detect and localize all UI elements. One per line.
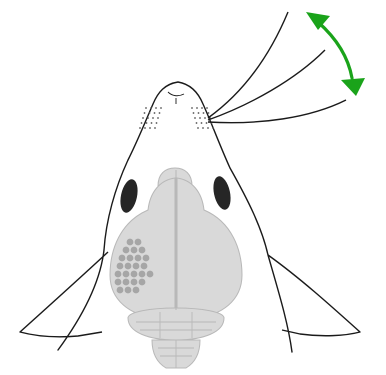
whisker-follicle	[151, 122, 153, 124]
whisker-follicle	[202, 127, 204, 129]
whisker-follicle	[206, 107, 208, 109]
barrel	[117, 263, 124, 270]
right-ear	[268, 255, 360, 336]
barrel	[131, 271, 138, 278]
barrel	[133, 263, 140, 270]
whisker-follicle	[145, 107, 147, 109]
barrel	[127, 239, 134, 246]
arrow-shaft	[318, 22, 352, 78]
left-ear	[20, 252, 108, 337]
barrel	[125, 287, 132, 294]
whisker-follicle	[199, 117, 201, 119]
whisker-follicle	[212, 127, 214, 129]
whisker-follicle	[196, 122, 198, 124]
whisker-follicle	[149, 127, 151, 129]
barrel	[133, 287, 140, 294]
whisker-follicle	[142, 117, 144, 119]
barrel	[123, 279, 130, 286]
barrel	[119, 255, 126, 262]
whisker-follicle	[198, 112, 200, 114]
barrel	[139, 279, 146, 286]
whisker-follicle	[160, 107, 162, 109]
whisker-follicle	[154, 127, 156, 129]
barrel	[139, 271, 146, 278]
whisker-follicle	[197, 127, 199, 129]
barrel	[115, 271, 122, 278]
whisker-follicle	[201, 122, 203, 124]
whisker-follicle	[139, 127, 141, 129]
whisker	[208, 50, 325, 120]
arrow-head-bottom	[341, 78, 365, 96]
whisker-follicle	[150, 107, 152, 109]
left-eye	[118, 178, 141, 215]
whisker-follicle	[203, 112, 205, 114]
whisker-follicle	[206, 122, 208, 124]
barrel	[125, 263, 132, 270]
whisker-pad-right	[191, 107, 214, 129]
whisker-follicle	[144, 127, 146, 129]
whisker-follicle	[208, 112, 210, 114]
barrel	[117, 287, 124, 294]
whisker-follicle	[144, 112, 146, 114]
whisker	[208, 12, 288, 118]
right-eye	[211, 175, 234, 212]
barrel	[135, 255, 142, 262]
whisker-follicle	[156, 122, 158, 124]
barrel	[123, 271, 130, 278]
barrel	[131, 247, 138, 254]
barrel	[127, 255, 134, 262]
cerebellum	[128, 308, 224, 340]
whisker-follicle	[155, 107, 157, 109]
whisker-follicle	[154, 112, 156, 114]
whisker-follicle	[196, 107, 198, 109]
whisker-follicle	[204, 117, 206, 119]
whisker-follicle	[146, 122, 148, 124]
whisker-follicle	[194, 117, 196, 119]
whisker-follicle	[159, 112, 161, 114]
whisker-follicle	[147, 117, 149, 119]
right-hemisphere	[177, 178, 242, 318]
barrel	[115, 279, 122, 286]
whisker-follicle	[149, 112, 151, 114]
whisker-follicle	[207, 127, 209, 129]
barrel	[147, 271, 154, 278]
whisker-follicle	[193, 112, 195, 114]
barrel	[123, 247, 130, 254]
barrel	[141, 263, 148, 270]
whisker-follicle	[141, 122, 143, 124]
whisker-follicle	[201, 107, 203, 109]
whisker-motion-arrow	[306, 12, 365, 96]
barrel	[131, 279, 138, 286]
whisker-follicle	[157, 117, 159, 119]
barrel	[139, 247, 146, 254]
barrel	[143, 255, 150, 262]
nose-detail	[168, 92, 184, 104]
whisker-follicle	[191, 107, 193, 109]
whisker-follicle	[152, 117, 154, 119]
arrow-head-top	[306, 12, 330, 30]
barrel	[135, 239, 142, 246]
